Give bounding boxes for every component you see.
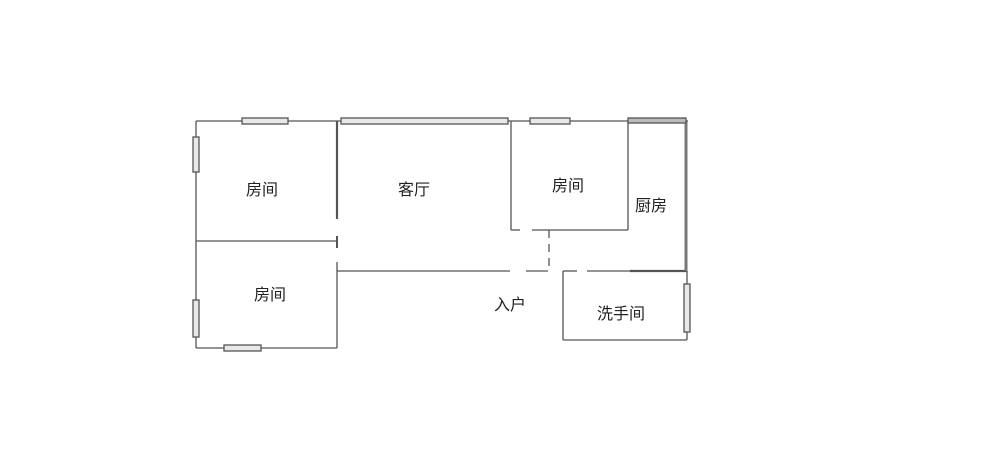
room-label-entrance: 入户 xyxy=(493,295,527,314)
room-label-bathroom: 洗手间 xyxy=(596,304,646,323)
room-label-bedroom-middle: 房间 xyxy=(551,176,585,195)
room-label-living-room: 客厅 xyxy=(397,180,431,199)
room-label-kitchen: 厨房 xyxy=(634,196,668,215)
room-label-bedroom-bottom-left: 房间 xyxy=(253,285,287,304)
room-label-bedroom-top-left: 房间 xyxy=(245,180,279,199)
windows xyxy=(192,117,691,352)
